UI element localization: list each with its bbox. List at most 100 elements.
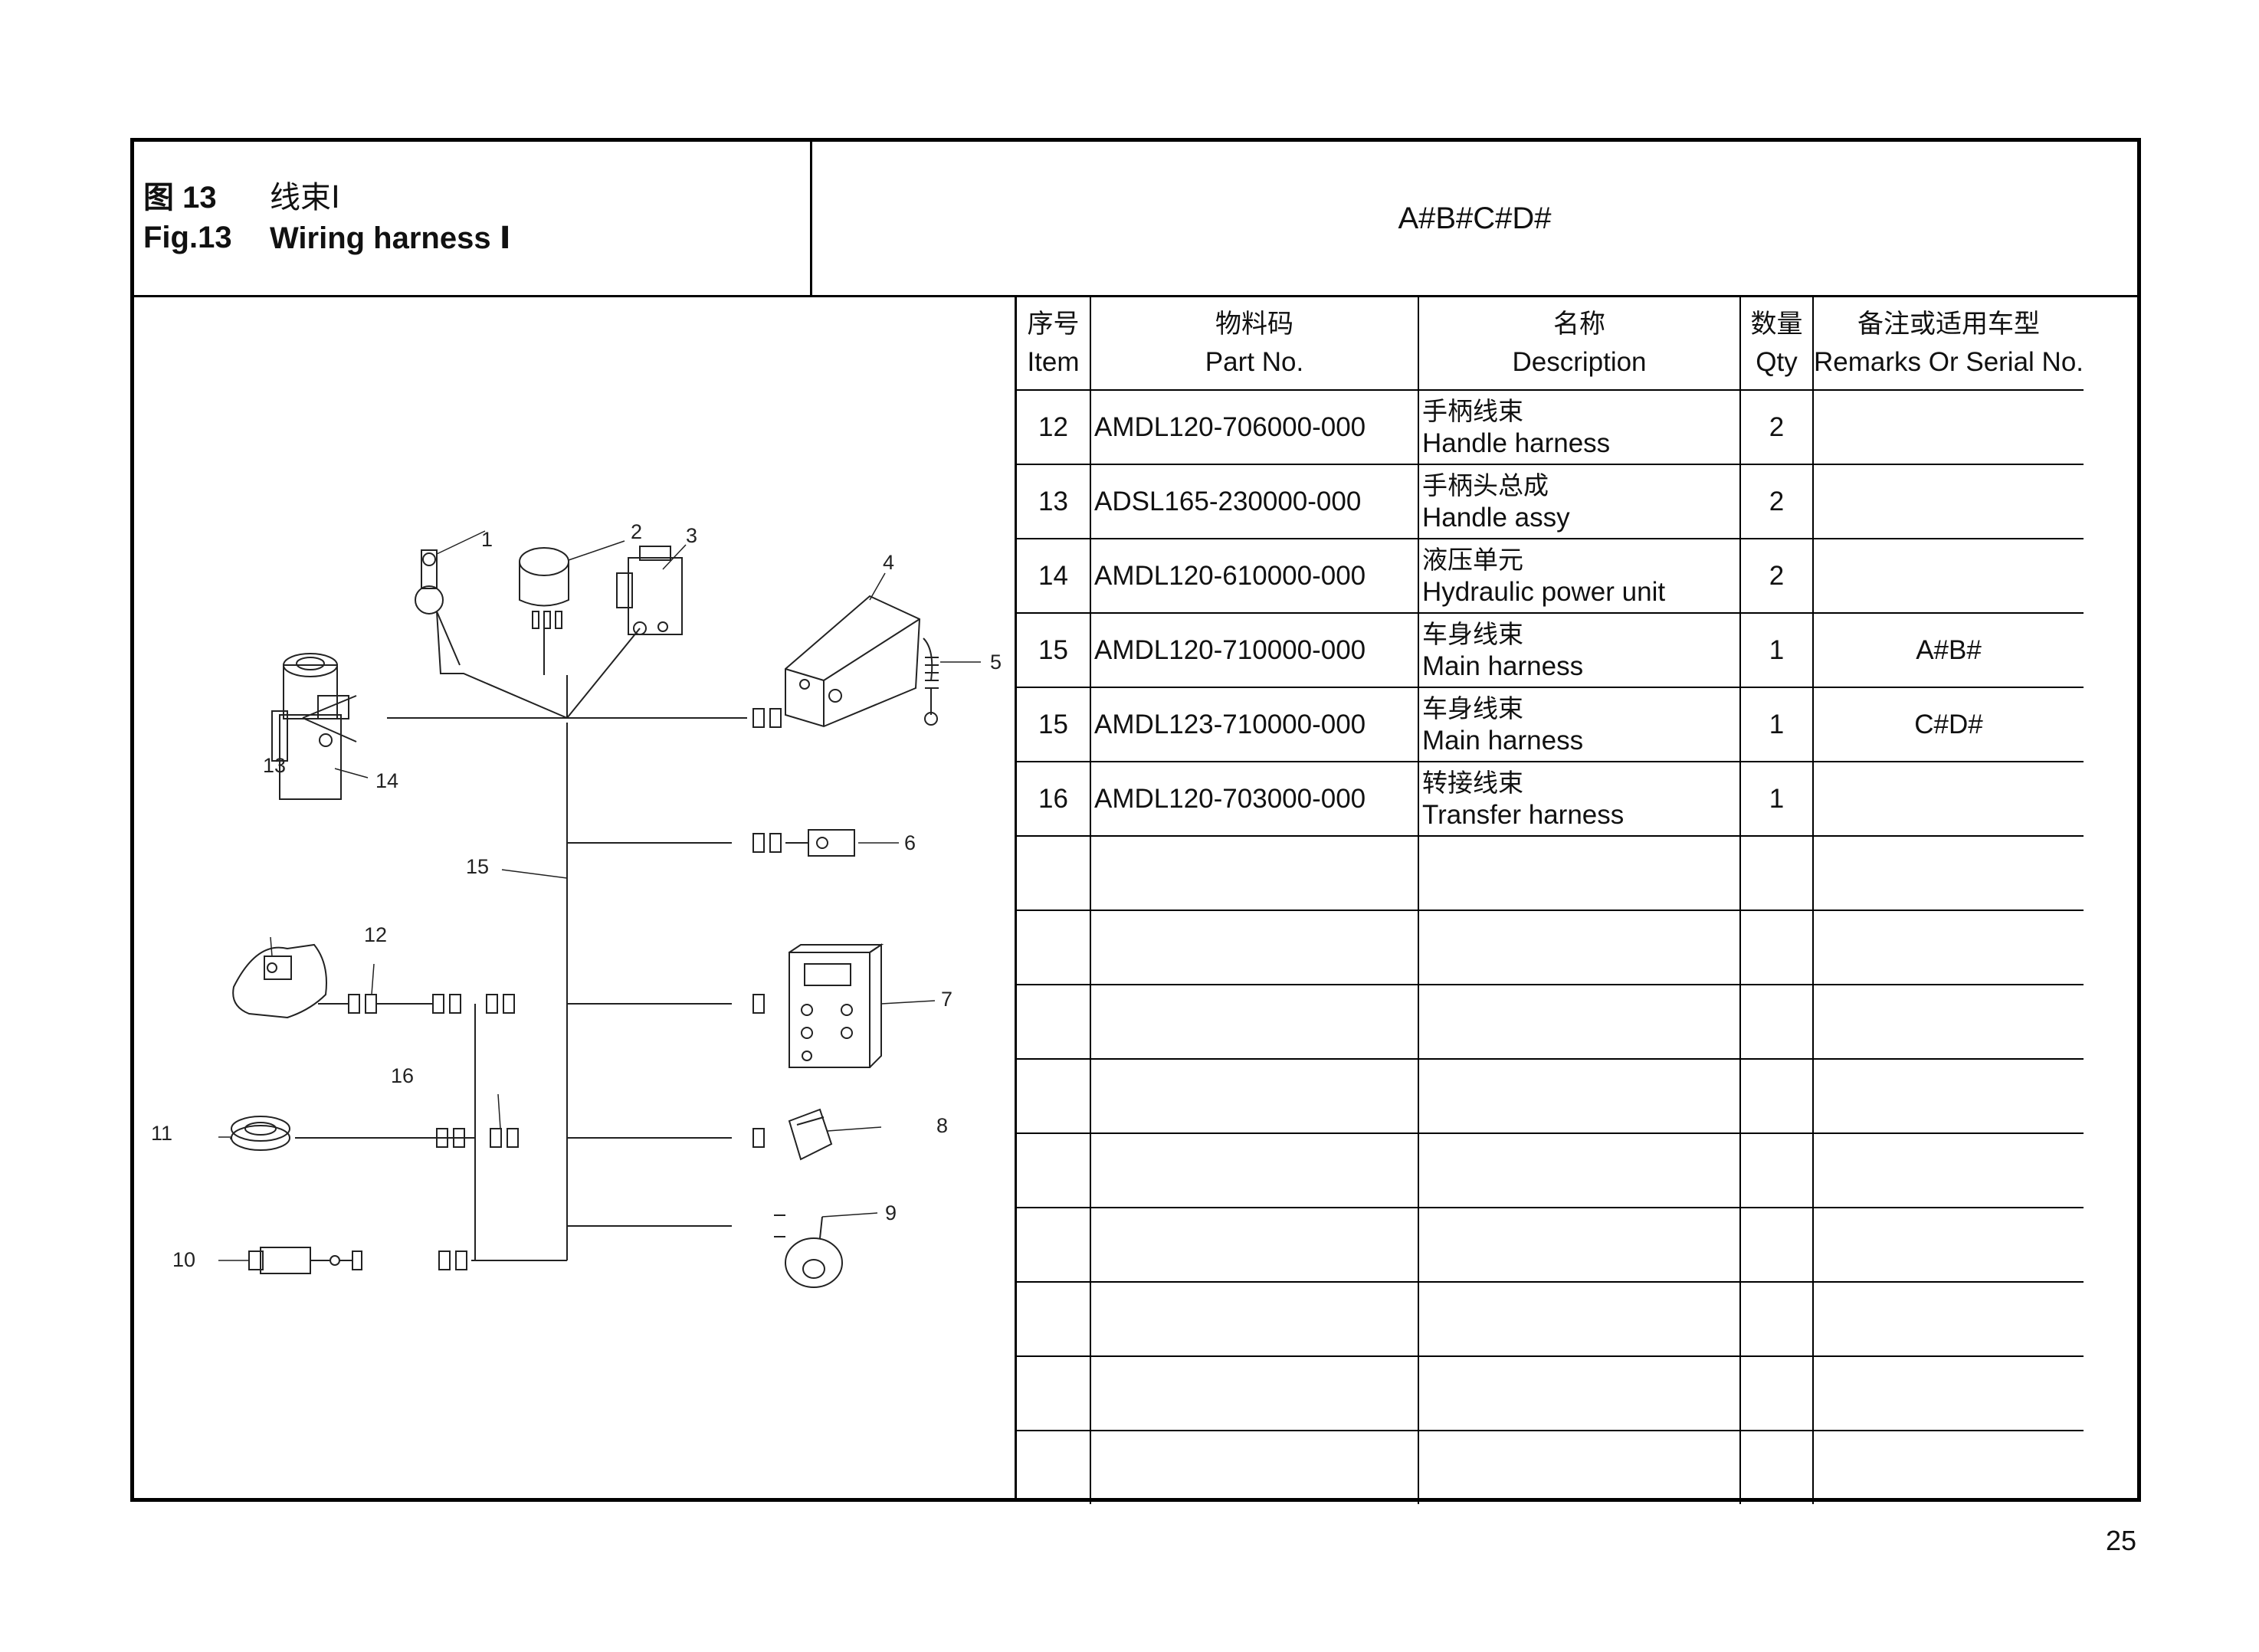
empty-cell (1418, 1355, 1741, 1431)
handle-head-component (232, 943, 433, 1019)
empty-cell (1739, 910, 1814, 985)
empty-cell (1017, 1355, 1091, 1431)
empty-cell (1017, 1132, 1091, 1208)
empty-cell (1811, 1207, 2084, 1283)
figure-name-cn: 线束Ⅰ (270, 181, 340, 215)
qty-cell: 2 (1739, 389, 1814, 465)
empty-cell (1739, 1207, 1814, 1283)
empty-table-row (1017, 910, 2084, 985)
empty-cell (1418, 835, 1741, 911)
item-cell: 15 (1017, 612, 1091, 688)
page-frame: 图 13 线束Ⅰ Fig.13 Wiring harness Ⅰ A#B#C#D… (130, 138, 2141, 1504)
empty-cell (1739, 984, 1814, 1060)
empty-cell (1739, 1281, 1814, 1357)
item-cell: 13 (1017, 464, 1091, 539)
empty-cell (1090, 835, 1419, 911)
empty-table-row (1017, 1058, 2084, 1134)
qty-cell: 2 (1739, 538, 1814, 614)
callout-3: 3 (686, 524, 697, 547)
empty-cell (1739, 1058, 1814, 1134)
qty-cell: 1 (1739, 687, 1814, 762)
qty-cell: 1 (1739, 612, 1814, 688)
part-no-cell: AMDL123-710000-000 (1090, 687, 1419, 762)
remarks-cell (1811, 761, 2084, 837)
empty-cell (1090, 984, 1419, 1060)
empty-cell (1739, 1132, 1814, 1208)
empty-cell (1017, 1058, 1091, 1134)
battery-meter-component (519, 547, 569, 675)
main-harness-lines (302, 611, 747, 1261)
empty-cell (1418, 1058, 1741, 1134)
button-component (231, 1116, 425, 1151)
callout-14: 14 (375, 769, 398, 792)
empty-cell (1811, 1281, 2084, 1357)
hydraulic-unit-component (271, 653, 349, 800)
empty-table-row (1017, 1355, 2084, 1431)
item-cell: 14 (1017, 538, 1091, 614)
empty-cell (1811, 835, 2084, 911)
empty-cell (1811, 984, 2084, 1060)
qty-cell: 2 (1739, 464, 1814, 539)
applicable-models: A#B#C#D# (1398, 201, 1552, 235)
empty-table-row (1017, 1132, 2084, 1208)
qty-cell: 1 (1739, 761, 1814, 837)
key-switch-component (415, 549, 461, 666)
controller-box-component (785, 595, 921, 728)
empty-cell (1418, 1132, 1741, 1208)
item-cell: 15 (1017, 687, 1091, 762)
empty-cell (1811, 1132, 2084, 1208)
spring-cable-component (923, 638, 939, 726)
empty-cell (1811, 1430, 2084, 1504)
empty-cell (1739, 1355, 1814, 1431)
callout-11: 11 (151, 1122, 172, 1145)
remarks-cell (1811, 538, 2084, 614)
figure-title-en: Fig.13 Wiring harness Ⅰ (143, 221, 511, 255)
empty-cell (1090, 1207, 1419, 1283)
callout-8: 8 (936, 1114, 948, 1137)
empty-cell (1811, 1355, 2084, 1431)
part-no-cell: AMDL120-706000-000 (1090, 389, 1419, 465)
plug-component (785, 829, 855, 857)
callout-10: 10 (172, 1248, 195, 1271)
callout-7: 7 (941, 988, 952, 1011)
empty-cell (1811, 1058, 2084, 1134)
wiring-diagram-panel: 1 2 3 4 5 6 7 8 9 10 11 12 13 14 15 16 (134, 297, 1017, 1498)
empty-cell (1739, 835, 1814, 911)
callout-15: 15 (466, 855, 489, 878)
empty-cell (1811, 910, 2084, 985)
empty-cell (1418, 910, 1741, 985)
empty-cell (1418, 1207, 1741, 1283)
figure-number-cn: 图 13 (143, 181, 217, 215)
empty-cell (1017, 1430, 1091, 1504)
control-module-component (789, 943, 884, 1068)
figure-name-en: Wiring harness Ⅰ (270, 221, 511, 255)
empty-cell (1017, 835, 1091, 911)
empty-cell (1090, 1430, 1419, 1504)
callout-12: 12 (364, 923, 387, 946)
callout-6: 6 (904, 831, 916, 854)
remarks-cell (1811, 389, 2084, 465)
empty-table-row (1017, 835, 2084, 911)
part-no-cell: AMDL120-710000-000 (1090, 612, 1419, 688)
callout-9: 9 (885, 1201, 897, 1224)
empty-cell (1418, 1281, 1741, 1357)
remarks-cell: C#D# (1811, 687, 2084, 762)
empty-table-row (1017, 1281, 2084, 1357)
empty-table-row (1017, 984, 2084, 1060)
item-cell: 12 (1017, 389, 1091, 465)
